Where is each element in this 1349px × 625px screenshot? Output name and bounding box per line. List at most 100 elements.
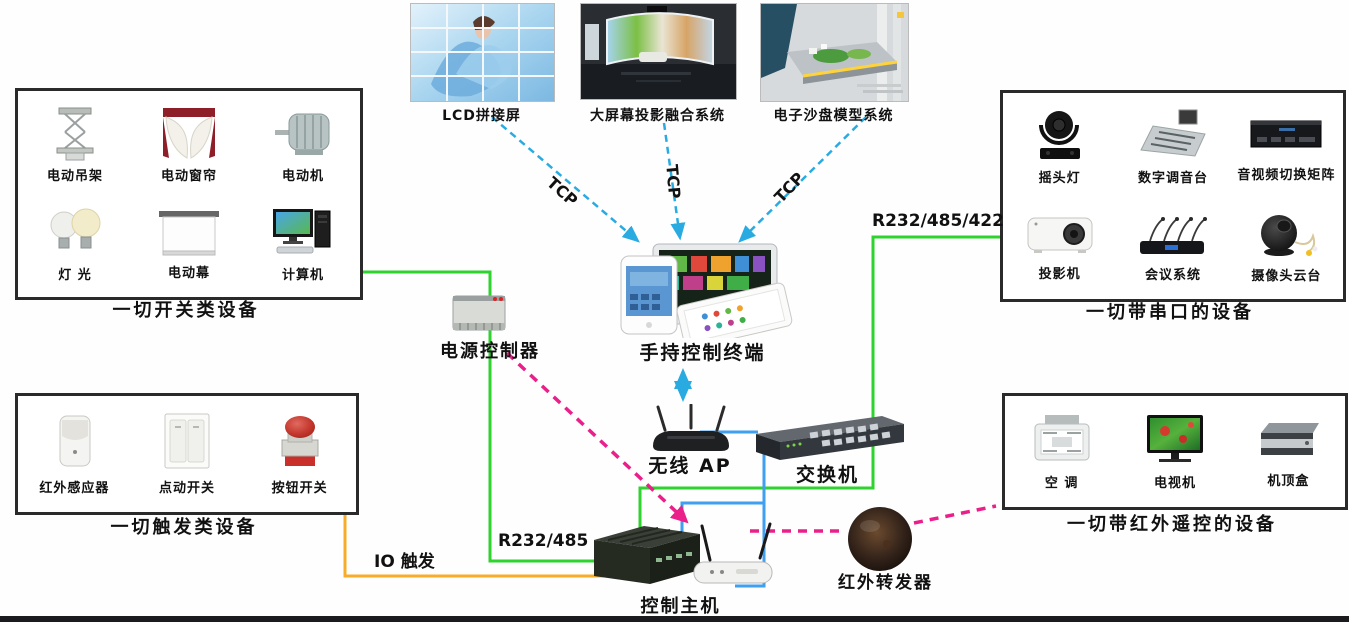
- projection-screen-icon: [159, 210, 219, 255]
- projector-lift-icon: [56, 107, 94, 160]
- ir-repeater-device: [845, 504, 915, 578]
- serial-right-label: R232/485/422: [872, 211, 1004, 231]
- sand-table-label: 电子沙盘模型系统: [773, 108, 894, 124]
- device-label: 空 调: [1044, 475, 1079, 491]
- tcp-label-mid: TCP: [662, 163, 685, 200]
- device-item: 音视频切换矩阵: [1237, 111, 1335, 183]
- wall-switch-icon: [164, 413, 210, 469]
- device-item: 点动开关: [157, 412, 217, 496]
- handheld-terminal-label: 手持控制终端: [639, 342, 766, 364]
- set-top-box-icon: [1261, 422, 1320, 455]
- device-label: 计算机: [281, 267, 324, 283]
- device-item: 摇头灯: [1028, 108, 1092, 186]
- device-item: 电视机: [1143, 413, 1207, 491]
- device-item: 摄像头云台: [1251, 208, 1321, 284]
- wireless-ap-label: 无线 AP: [648, 455, 732, 477]
- wire-tcp-right: [738, 116, 867, 243]
- device-label: 摄像头云台: [1251, 268, 1322, 284]
- window-bottom-edge: [0, 616, 1349, 622]
- control-host-label: 控制主机: [640, 596, 721, 617]
- device-label: 灯 光: [58, 267, 92, 283]
- device-label: 音视频切换矩阵: [1237, 167, 1336, 183]
- av-matrix-icon: [1250, 120, 1322, 147]
- desktop-computer-icon: [273, 208, 331, 253]
- wire-blue-switch-host: [735, 450, 766, 588]
- ir-repeater-label: 红外转发器: [838, 573, 933, 593]
- device-label: 电动吊架: [46, 168, 103, 184]
- wire-green-left: [357, 270, 598, 563]
- wire-tcp-left: [491, 116, 640, 243]
- power-controller-icon: [452, 295, 506, 331]
- motor-icon: [275, 113, 330, 155]
- pir-sensor-icon: [59, 415, 91, 467]
- io-trigger-label: IO 触发: [374, 552, 435, 572]
- handheld-terminal-device: [613, 242, 793, 349]
- sand-table-photo: [760, 3, 909, 102]
- trigger-class-box: 红外感应器 点动开关 按钮开关: [15, 393, 359, 515]
- switch-label: 交换机: [795, 464, 859, 486]
- lcd-wall-label: LCD拼接屏: [442, 108, 521, 124]
- switch-device: [750, 408, 906, 468]
- device-label: 电动窗帘: [160, 168, 217, 184]
- device-label: 会议系统: [1144, 267, 1201, 283]
- moving-head-light-icon: [1038, 110, 1080, 159]
- air-conditioner-icon: [1034, 414, 1090, 460]
- device-label: 红外感应器: [39, 481, 110, 496]
- device-label: 投影机: [1038, 266, 1081, 282]
- network-switch-icon: [756, 416, 904, 460]
- device-item: 电动窗帘: [159, 106, 219, 184]
- device-item: 计算机: [271, 205, 335, 283]
- push-button-icon: [281, 416, 319, 466]
- device-item: 电动机: [271, 106, 335, 184]
- wire-ir-repeater-box: [913, 504, 997, 525]
- device-item: 电动幕: [157, 207, 221, 281]
- serial-left-label: R232/485: [498, 531, 589, 551]
- curtain-icon: [163, 107, 215, 159]
- wire-green-right: [638, 235, 1001, 542]
- device-item: 红外感应器: [39, 412, 109, 496]
- device-item: 电动吊架: [45, 106, 105, 184]
- wireless-ap-device: [645, 403, 737, 456]
- mixer-console-icon: [1140, 109, 1206, 157]
- device-label: 按钮开关: [271, 481, 328, 496]
- light-bulbs-icon: [50, 208, 101, 248]
- switch-class-caption: 一切开关类设备: [112, 300, 260, 321]
- control-host-device: [586, 518, 778, 598]
- tv-icon: [1146, 414, 1203, 462]
- wire-ir-powerctrl: [505, 351, 689, 524]
- ir-class-caption: 一切带红外遥控的设备: [1067, 514, 1277, 535]
- device-label: 点动开关: [158, 481, 215, 496]
- ir-repeater-icon: [848, 507, 912, 571]
- lcd-wall-photo: [410, 3, 555, 102]
- trigger-class-caption: 一切触发类设备: [110, 517, 258, 538]
- device-item: 投影机: [1024, 210, 1096, 282]
- device-item: 灯 光: [45, 205, 105, 283]
- wire-tcp-mid: [662, 122, 686, 241]
- power-controller-label: 电源控制器: [440, 341, 540, 362]
- wireless-ap-icon: [653, 403, 729, 451]
- device-item: 按钮开关: [271, 412, 329, 496]
- switch-class-box: 电动吊架 电动窗帘 电动机: [15, 88, 363, 300]
- power-controller-device: [450, 290, 508, 342]
- device-label: 电视机: [1153, 475, 1196, 491]
- ptz-camera-icon: [1261, 214, 1318, 256]
- device-item: 会议系统: [1136, 209, 1210, 283]
- device-label: 数字调音台: [1137, 170, 1208, 186]
- device-label: 电动机: [281, 168, 324, 184]
- device-label: 摇头灯: [1038, 170, 1081, 186]
- control-host-icon: [594, 522, 773, 584]
- wire-io-orange: [343, 507, 604, 578]
- handheld-terminal-icon: [620, 243, 793, 349]
- device-label: 机顶盒: [1267, 473, 1310, 489]
- device-item: 数字调音台: [1137, 108, 1209, 186]
- device-item: 空 调: [1029, 413, 1095, 491]
- device-label: 电动幕: [167, 265, 210, 281]
- conference-system-icon: [1139, 216, 1207, 254]
- projection-room-photo: [580, 3, 737, 100]
- ir-class-box: 空 调 电视机 机顶盒: [1002, 393, 1348, 510]
- serial-class-box: 摇头灯 数字调音台 音视频切换矩阵: [1000, 90, 1346, 302]
- serial-class-caption: 一切带串口的设备: [1086, 302, 1254, 323]
- projector-icon: [1027, 217, 1093, 253]
